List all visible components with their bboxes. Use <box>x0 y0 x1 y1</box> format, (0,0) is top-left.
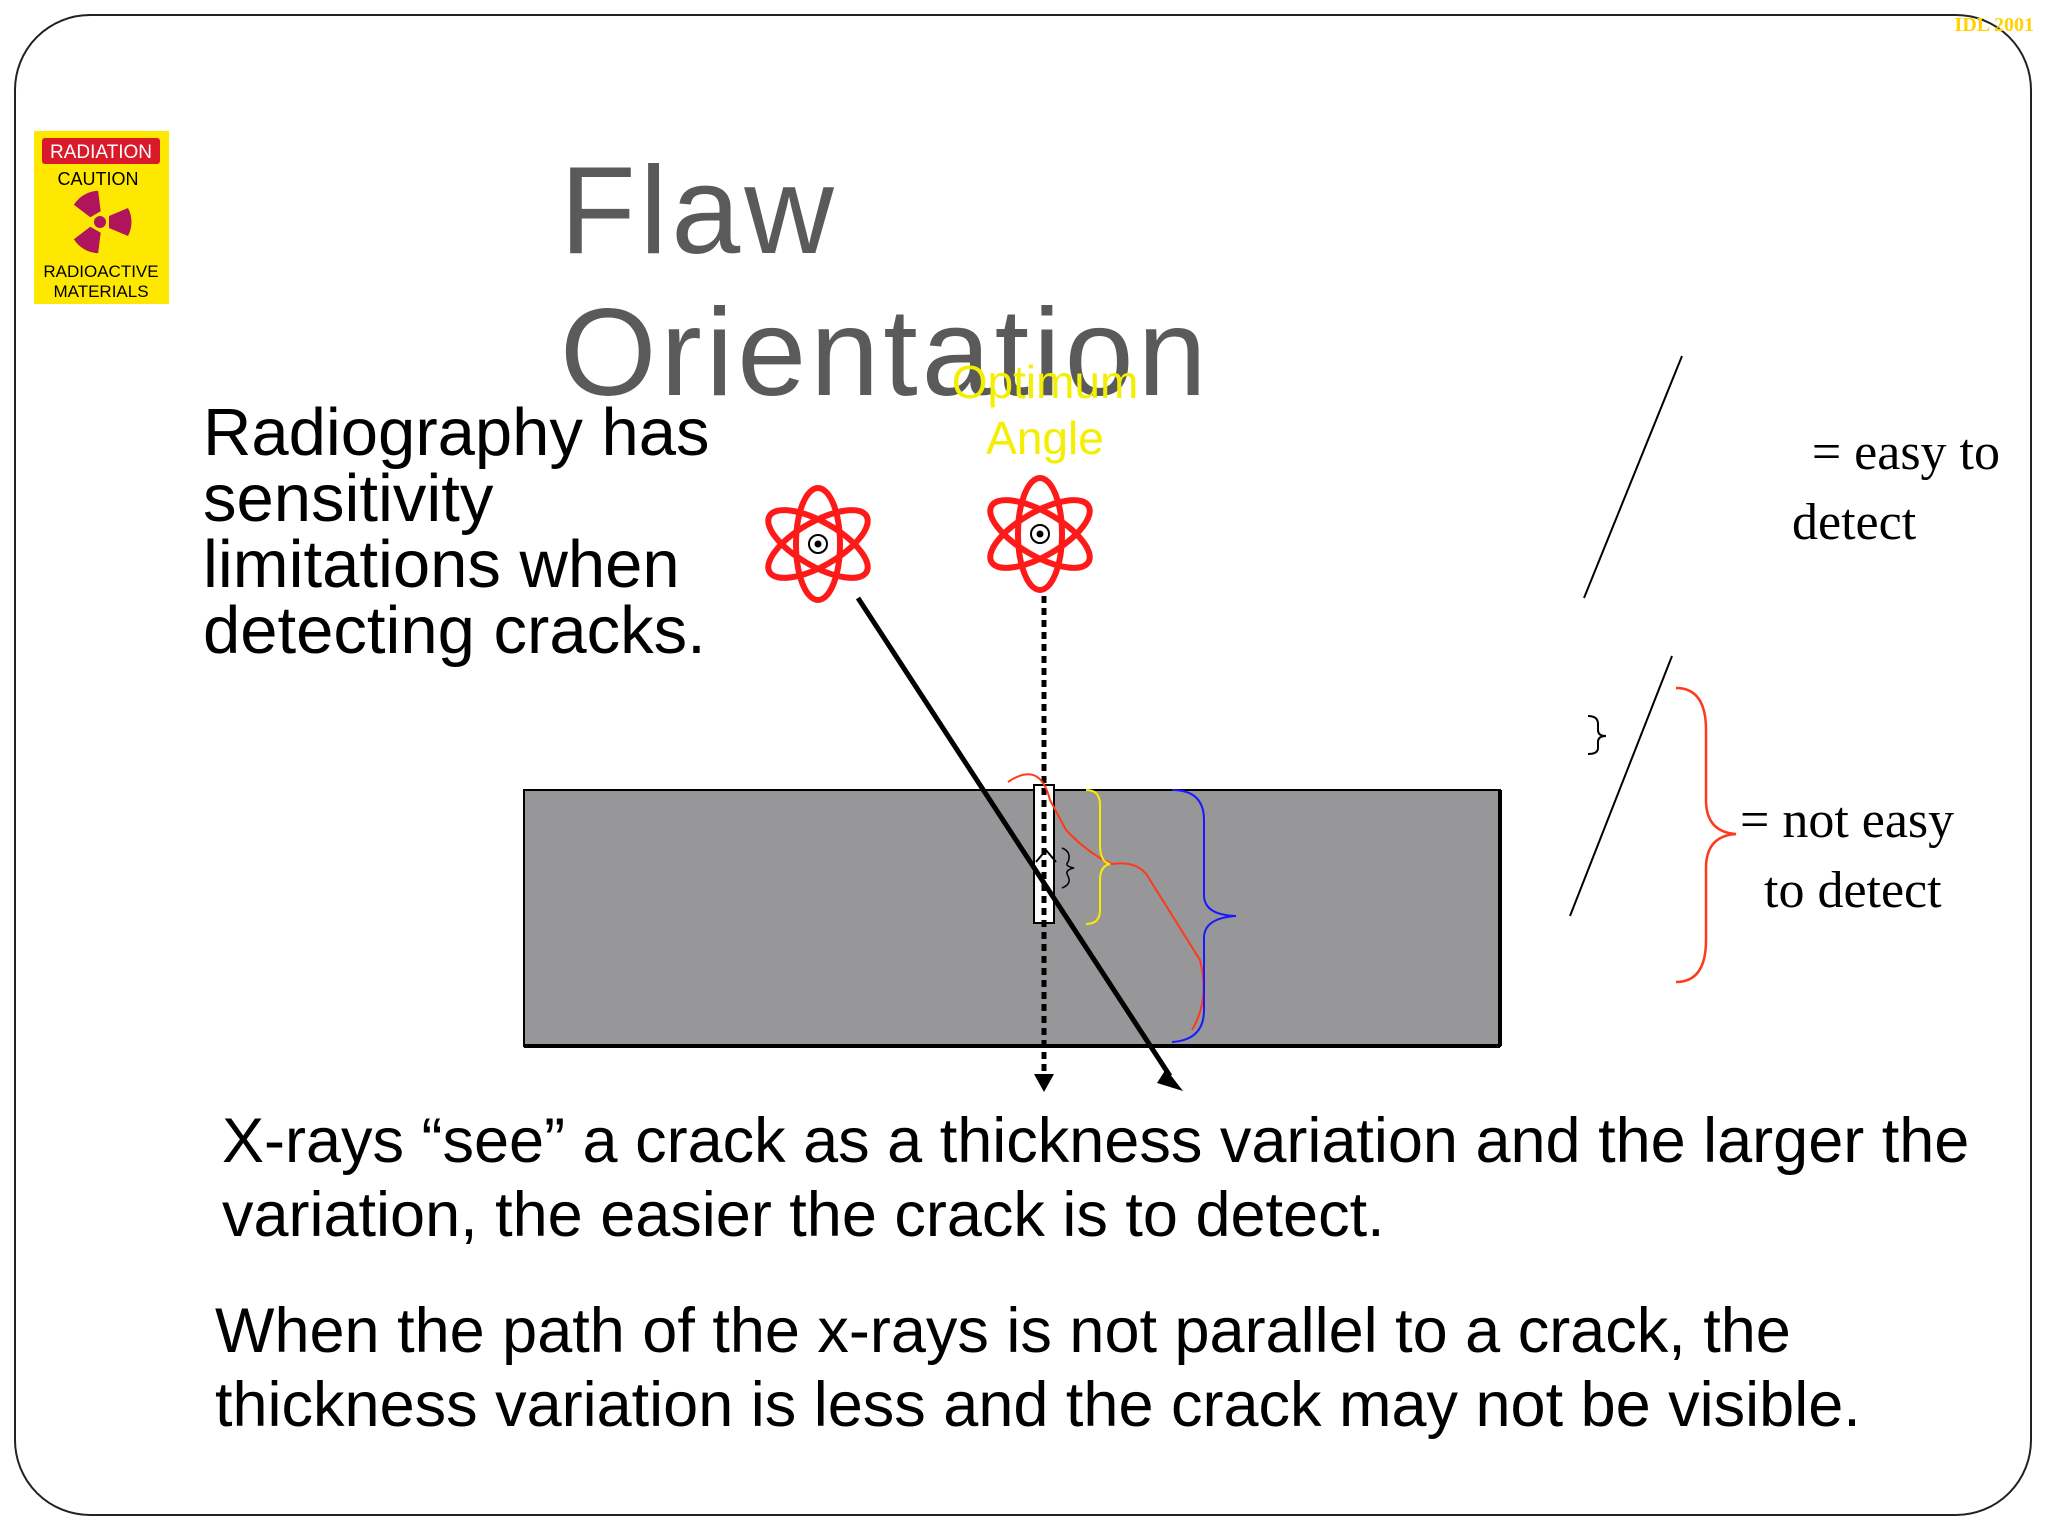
legend-noteasy-line2: to detect <box>1764 862 1942 919</box>
brace-blue <box>1171 789 1237 1043</box>
legend-red-brace <box>1675 686 1737 984</box>
legend-noteasy-line1: = not easy <box>1740 792 1955 849</box>
watermark: IDL 2001 <box>1954 14 2034 36</box>
page-title: Flaw Orientation <box>560 142 1211 422</box>
badge-line3: RADIOACTIVE <box>43 262 158 281</box>
legend-easy-label: = easy to detect <box>1760 418 2000 558</box>
optimum-line2: Angle <box>986 412 1104 464</box>
brace-yellow <box>1085 789 1111 925</box>
legend-easy-line <box>1583 355 1683 599</box>
optimum-ray <box>1034 596 1054 1092</box>
legend-small-brace <box>1587 715 1607 755</box>
legend-easy-line1: = easy to <box>1811 424 2000 481</box>
angled-ray <box>855 596 1183 1091</box>
test-piece <box>523 789 1502 1048</box>
paragraph-thickness: X-rays “see” a crack as a thickness vari… <box>222 1106 1970 1250</box>
optimum-line1: Optimum <box>951 356 1139 408</box>
radiation-source-atom-icon <box>987 475 1093 593</box>
crack-marker <box>1035 848 1057 863</box>
slide-frame <box>14 14 2032 1516</box>
badge-line2: CAUTION <box>58 169 139 189</box>
paragraph-parallel: When the path of the x-rays is not paral… <box>215 1296 1861 1440</box>
badge-line4: MATERIALS <box>53 282 148 301</box>
trefoil-icon <box>73 190 132 254</box>
legend-noteasy-line <box>1569 655 1673 917</box>
badge-line1: RADIATION <box>50 142 152 163</box>
legend-easy-line2: detect <box>1792 494 1917 551</box>
legend-noteasy-label: = not easy to detect <box>1740 786 2020 926</box>
radiation-source-atom-icon <box>765 485 871 603</box>
radiation-caution-badge: RADIATION CAUTION RADIOACTIVE MATERIALS <box>34 131 169 304</box>
optimum-angle-label: Optimum Angle <box>940 354 1150 466</box>
small-black-brace <box>1061 847 1075 889</box>
sensitivity-text: Radiography has sensitivity limitations … <box>203 395 710 668</box>
